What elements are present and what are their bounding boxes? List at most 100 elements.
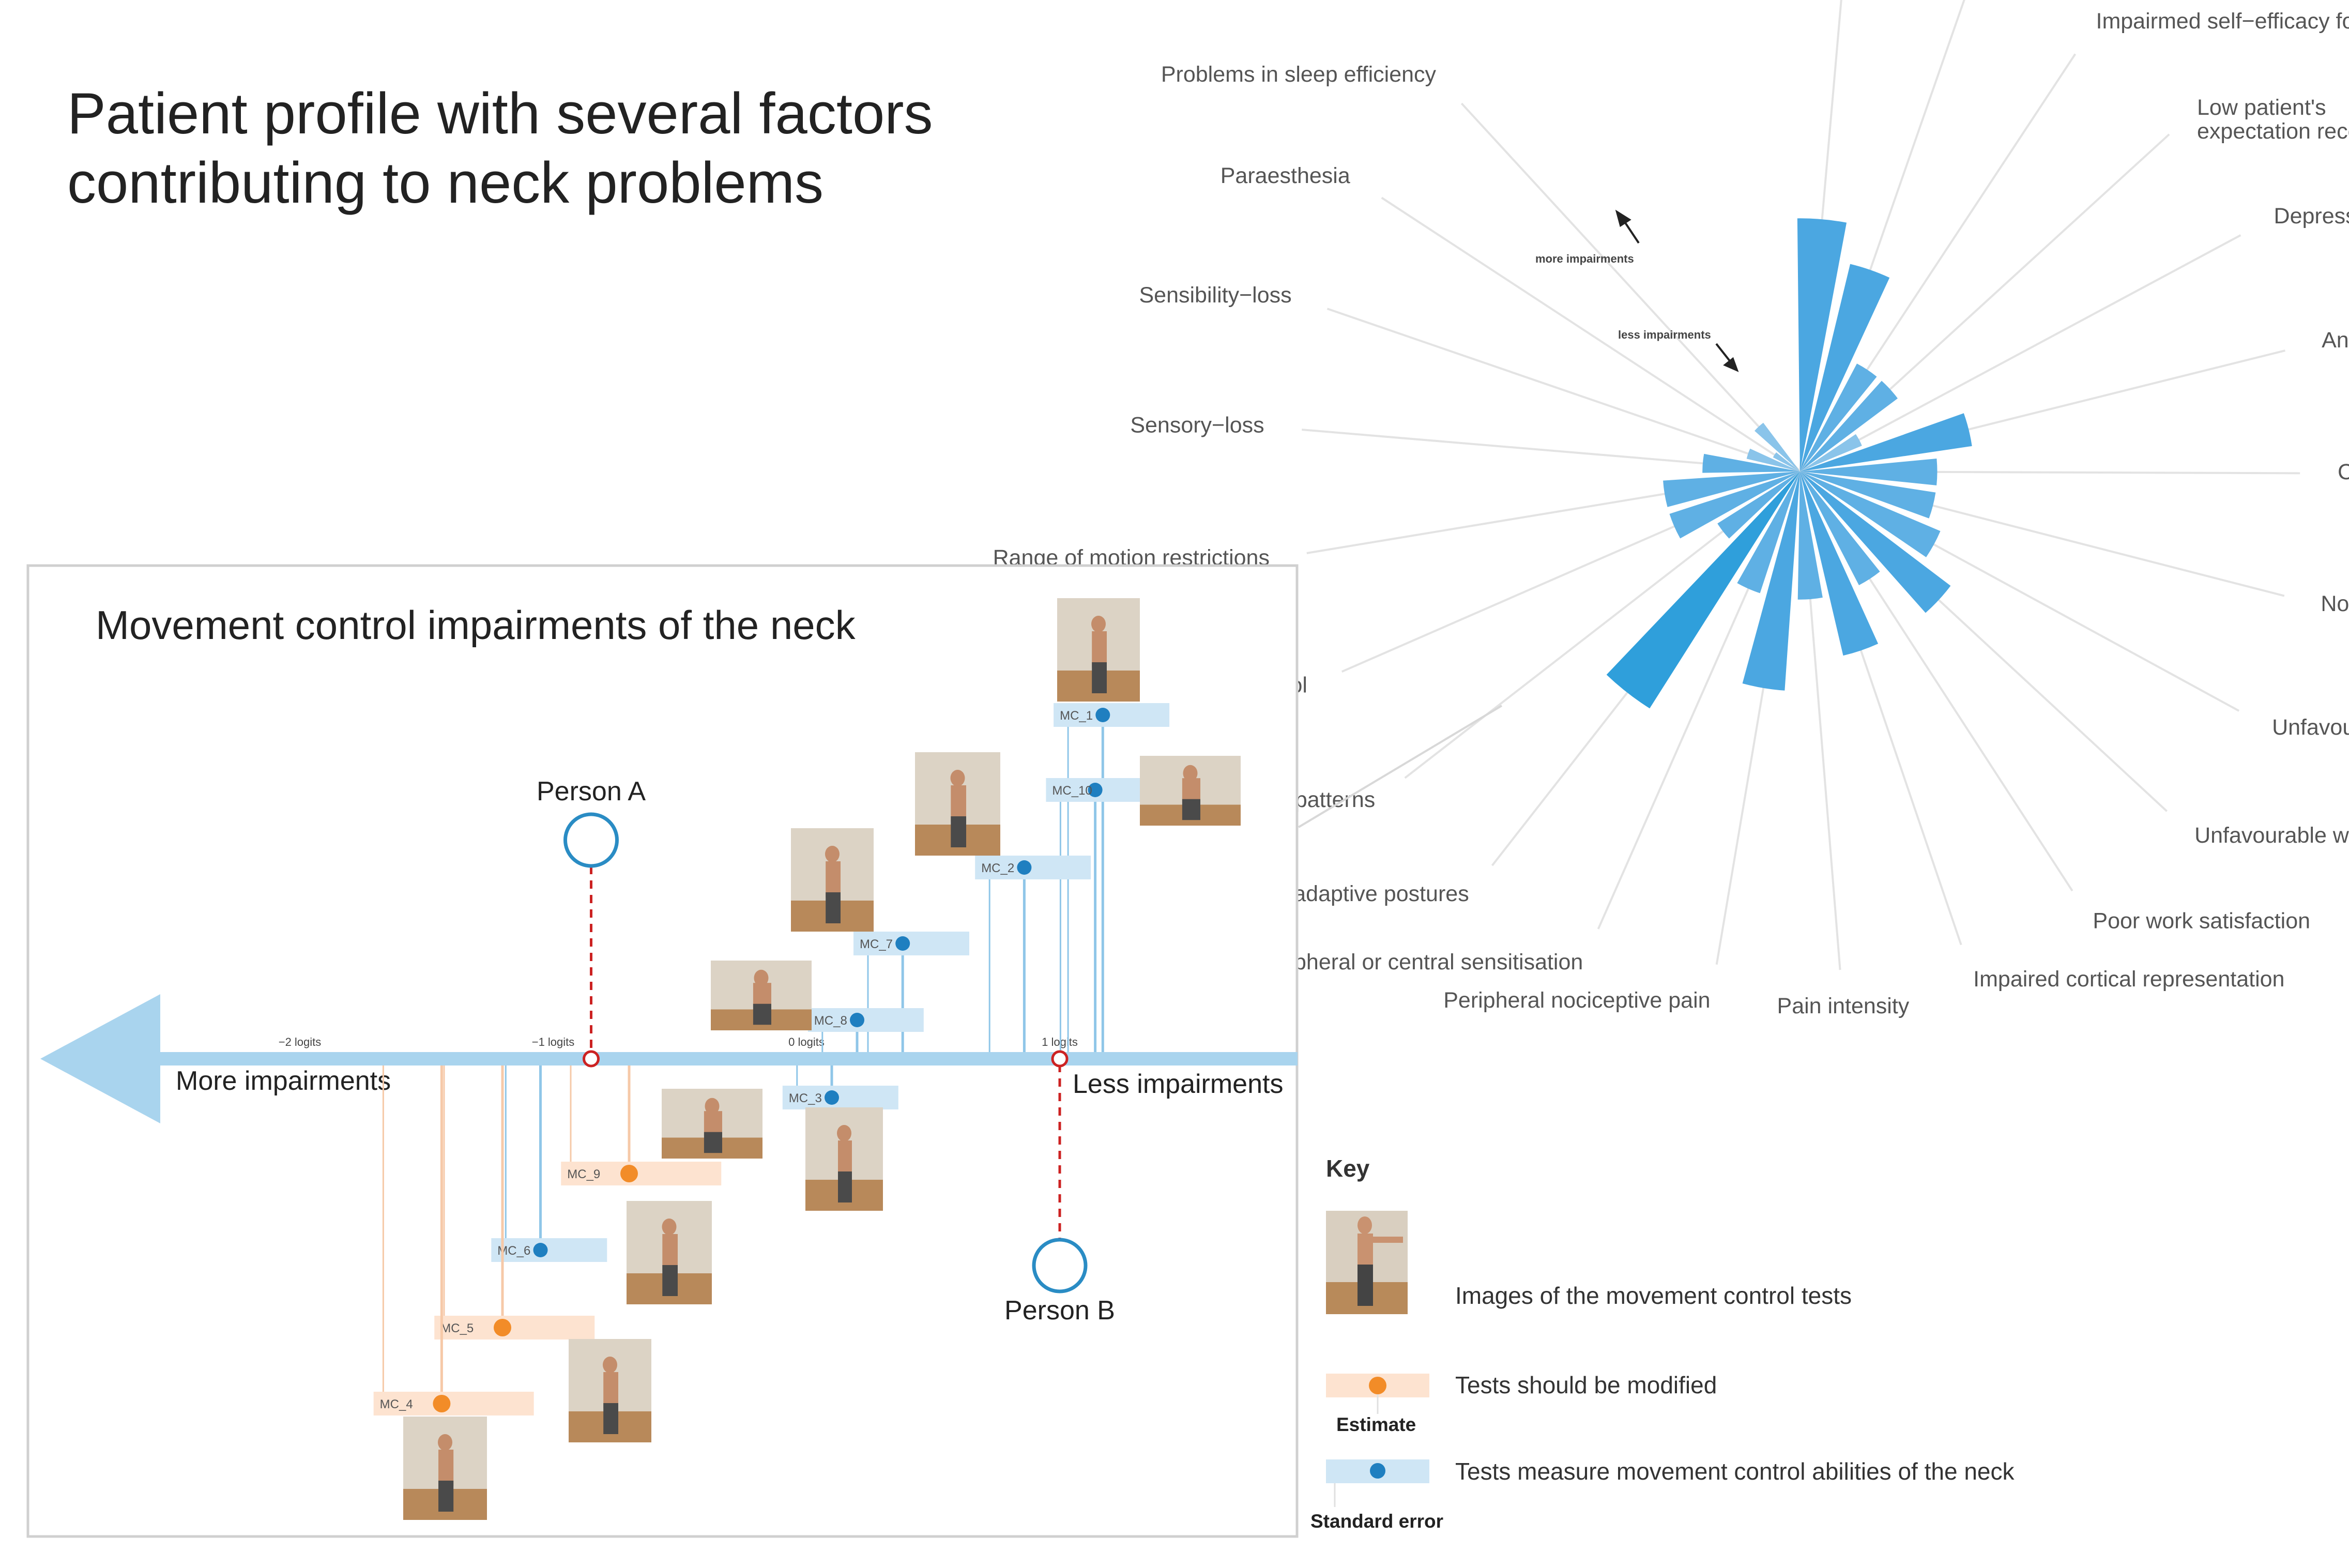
factor-wedge	[1737, 471, 1800, 593]
factor-label: Paraesthesia	[1221, 163, 1350, 188]
standard-error-band	[373, 1392, 534, 1415]
factor-wedge	[1663, 471, 1800, 507]
factor-label: Impairmed self−efficacy for exercise	[2096, 9, 2349, 34]
factor-wedge	[1800, 459, 1938, 485]
radial-factor-chart: DisabilityFear avoidance beliefsImpairme…	[993, 0, 2349, 1018]
factor-wedge	[1800, 380, 1898, 471]
key-orange-estimate	[1369, 1377, 1386, 1394]
test-estimate	[1017, 860, 1032, 875]
standard-error-band	[782, 1086, 898, 1109]
spoke-line	[1326, 308, 1801, 473]
factor-wedge	[1702, 453, 1800, 473]
factor-label: Peripheral or central sensitisation	[1255, 950, 1583, 975]
factor-label: Peripheral nociceptive pain	[1443, 988, 1710, 1013]
movement-test-photo	[569, 1339, 651, 1442]
factor-label: Non−acceptance	[2321, 591, 2349, 616]
factor-wedge	[1797, 471, 1823, 600]
test-estimate	[433, 1395, 451, 1412]
factor-wedge	[1669, 471, 1800, 539]
key-estimate-text: Estimate	[1336, 1414, 1416, 1435]
factor-label: Anxiety	[2322, 328, 2349, 353]
key-blue-estimate	[1370, 1463, 1385, 1479]
movement-test-photo	[1057, 598, 1140, 702]
standard-error-band	[975, 856, 1091, 879]
factor-label: Sensory−loss	[1130, 413, 1264, 437]
test-label: MC_7	[860, 937, 893, 951]
standard-error-band	[807, 1008, 924, 1032]
movement-test-photo	[791, 828, 874, 932]
factor-label: Poor work satisfaction	[2093, 909, 2310, 934]
factor-wedge	[1800, 264, 1890, 471]
movement-test-photo	[1140, 756, 1241, 826]
movement-test-photo	[805, 1107, 883, 1211]
test-estimate	[494, 1319, 511, 1336]
factor-wedge	[1800, 363, 1877, 471]
factor-wedge	[1800, 434, 1862, 471]
person-b-label: Person B	[1004, 1296, 1115, 1326]
axis-bar	[150, 1052, 1298, 1065]
factor-wedge	[1800, 471, 1951, 613]
less-impairments-label: less impairments	[1618, 328, 1711, 341]
movement-test-photo	[711, 961, 812, 1030]
key: Key Images of the movement control tests…	[1310, 1155, 2015, 1532]
less-impairments-text: Less impairments	[1073, 1069, 1283, 1099]
panel-frame	[26, 564, 1299, 1538]
factor-label: Sensibility−loss	[1139, 283, 1291, 308]
factor-wedge	[1800, 471, 1880, 586]
factor-wedge	[1797, 218, 1847, 471]
test-label: MC_5	[440, 1321, 474, 1335]
more-impairments-label: more impairments	[1535, 252, 1634, 265]
test-label: MC_9	[567, 1167, 600, 1181]
test-label: MC_3	[789, 1091, 822, 1105]
spoke-line	[1799, 234, 2241, 473]
factor-wedge	[1800, 471, 1936, 519]
factor-wedge	[1717, 471, 1800, 539]
standard-error-band	[1054, 703, 1170, 727]
factor-wedge	[1606, 471, 1800, 709]
spoke-line	[1381, 196, 1801, 473]
connector-line	[1298, 705, 1503, 828]
spoke-line	[1460, 102, 1801, 473]
movement-test-photo	[915, 752, 1000, 856]
axis-arrowhead	[40, 994, 160, 1123]
key-measure-text: Tests measure movement control abilities…	[1455, 1458, 2015, 1485]
main-title-line-1: Patient profile with several factors	[67, 81, 933, 146]
person-a-marker	[563, 812, 619, 868]
key-image-thumbnail	[1326, 1211, 1408, 1314]
test-label: MC_1	[1060, 709, 1093, 723]
test-estimate	[895, 936, 910, 951]
test-estimate	[620, 1165, 638, 1182]
more-impairments-arrow	[1615, 209, 1640, 244]
movement-test-photo	[627, 1201, 712, 1304]
test-estimate	[850, 1013, 864, 1027]
tick-label: 0 logits	[788, 1036, 825, 1048]
panel-title: Movement control impairments of the neck	[96, 602, 856, 648]
factor-label: expectation recovery	[2197, 119, 2349, 144]
main-title-line-2: contributing to neck problems	[67, 150, 823, 215]
factor-wedge	[1800, 471, 1879, 656]
test-label: MC_4	[380, 1397, 413, 1411]
standard-error-band	[434, 1316, 595, 1339]
test-estimate	[825, 1090, 839, 1105]
person-a-axis-point	[583, 1050, 600, 1068]
factor-wedge	[1755, 422, 1800, 471]
test-label: MC_2	[981, 861, 1014, 875]
factor-label: Unfavourable work characteristics	[2194, 823, 2349, 848]
factor-label: Pain intensity	[1777, 994, 1910, 1018]
standard-error-band	[853, 932, 969, 955]
factor-label: Problems in sleep efficiency	[1161, 62, 1437, 87]
factor-label: Impaired cortical representation	[1973, 967, 2284, 992]
key-modified-text: Tests should be modified	[1455, 1372, 1717, 1398]
person-b-axis-point	[1051, 1050, 1069, 1068]
factor-wedge	[1773, 452, 1800, 471]
standard-error-band	[561, 1162, 722, 1185]
test-label: MC_10	[1052, 784, 1092, 798]
test-label: MC_8	[814, 1014, 847, 1028]
key-images-text: Images of the movement control tests	[1455, 1282, 1852, 1309]
factor-label: Depression	[2274, 204, 2349, 229]
factor-label: Unfavourable work conditions	[2272, 715, 2349, 740]
factor-wedge	[1742, 471, 1800, 691]
tick-label: −1 logits	[532, 1036, 575, 1048]
